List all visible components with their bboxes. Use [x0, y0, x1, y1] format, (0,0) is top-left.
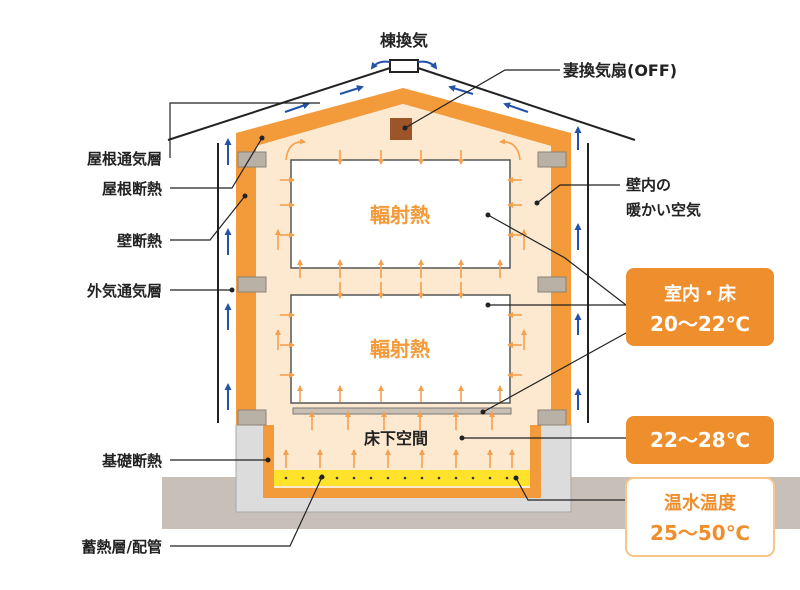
label-wall-warm-air-2: 暖かい空気	[626, 201, 701, 219]
leader-lines	[169, 69, 627, 547]
callout-underfloor-temp: 22〜28℃	[650, 428, 750, 452]
warm-air-curl-right	[499, 138, 521, 161]
warm-air-curl-left	[285, 138, 306, 161]
callout-room-floor-temp: 20〜22℃	[650, 312, 750, 336]
heat-storage-layer	[274, 470, 530, 486]
label-roof-vent-layer: 屋根通気層	[87, 150, 162, 168]
label-heat-storage: 蓄熱層/配管	[82, 538, 162, 556]
callout-hot-water-temp: 25〜50℃	[650, 521, 750, 545]
roof-sheet	[167, 67, 636, 141]
label-roof-insulation: 屋根断熱	[102, 180, 162, 198]
wall-blocks	[237, 151, 567, 426]
floor-grate	[292, 407, 512, 415]
label-radiant-heat-lower: 輻射熱	[370, 337, 430, 361]
ridge-vent-cap	[389, 59, 419, 73]
outdoor-air-arrows	[224, 60, 582, 410]
callout-hot-water-title: 温水温度	[664, 492, 737, 514]
label-ridge-vent: 棟換気	[380, 31, 428, 50]
callout-room-floor-title: 室内・床	[664, 283, 737, 305]
warm-air-arrows	[275, 138, 527, 468]
label-gable-fan: 妻換気扇(OFF)	[563, 61, 677, 80]
label-outer-vent-layer: 外気通気層	[86, 282, 162, 300]
label-foundation-insulation: 基礎断熱	[101, 452, 162, 470]
callout-underfloor	[626, 416, 774, 464]
pipe-dots	[284, 476, 509, 480]
leader-dots	[229, 125, 540, 481]
upper-room	[290, 159, 511, 269]
gable-fan-box	[390, 118, 412, 140]
label-wall-insulation: 壁断熱	[117, 232, 162, 250]
label-wall-warm-air-1: 壁内の	[626, 176, 671, 194]
callout-hot-water	[625, 477, 775, 557]
label-radiant-heat-upper: 輻射熱	[370, 203, 430, 227]
label-underfloor-space: 床下空間	[364, 429, 428, 448]
foundation-insulation	[263, 425, 541, 498]
lower-room	[290, 294, 511, 404]
callout-room-floor	[626, 268, 774, 346]
